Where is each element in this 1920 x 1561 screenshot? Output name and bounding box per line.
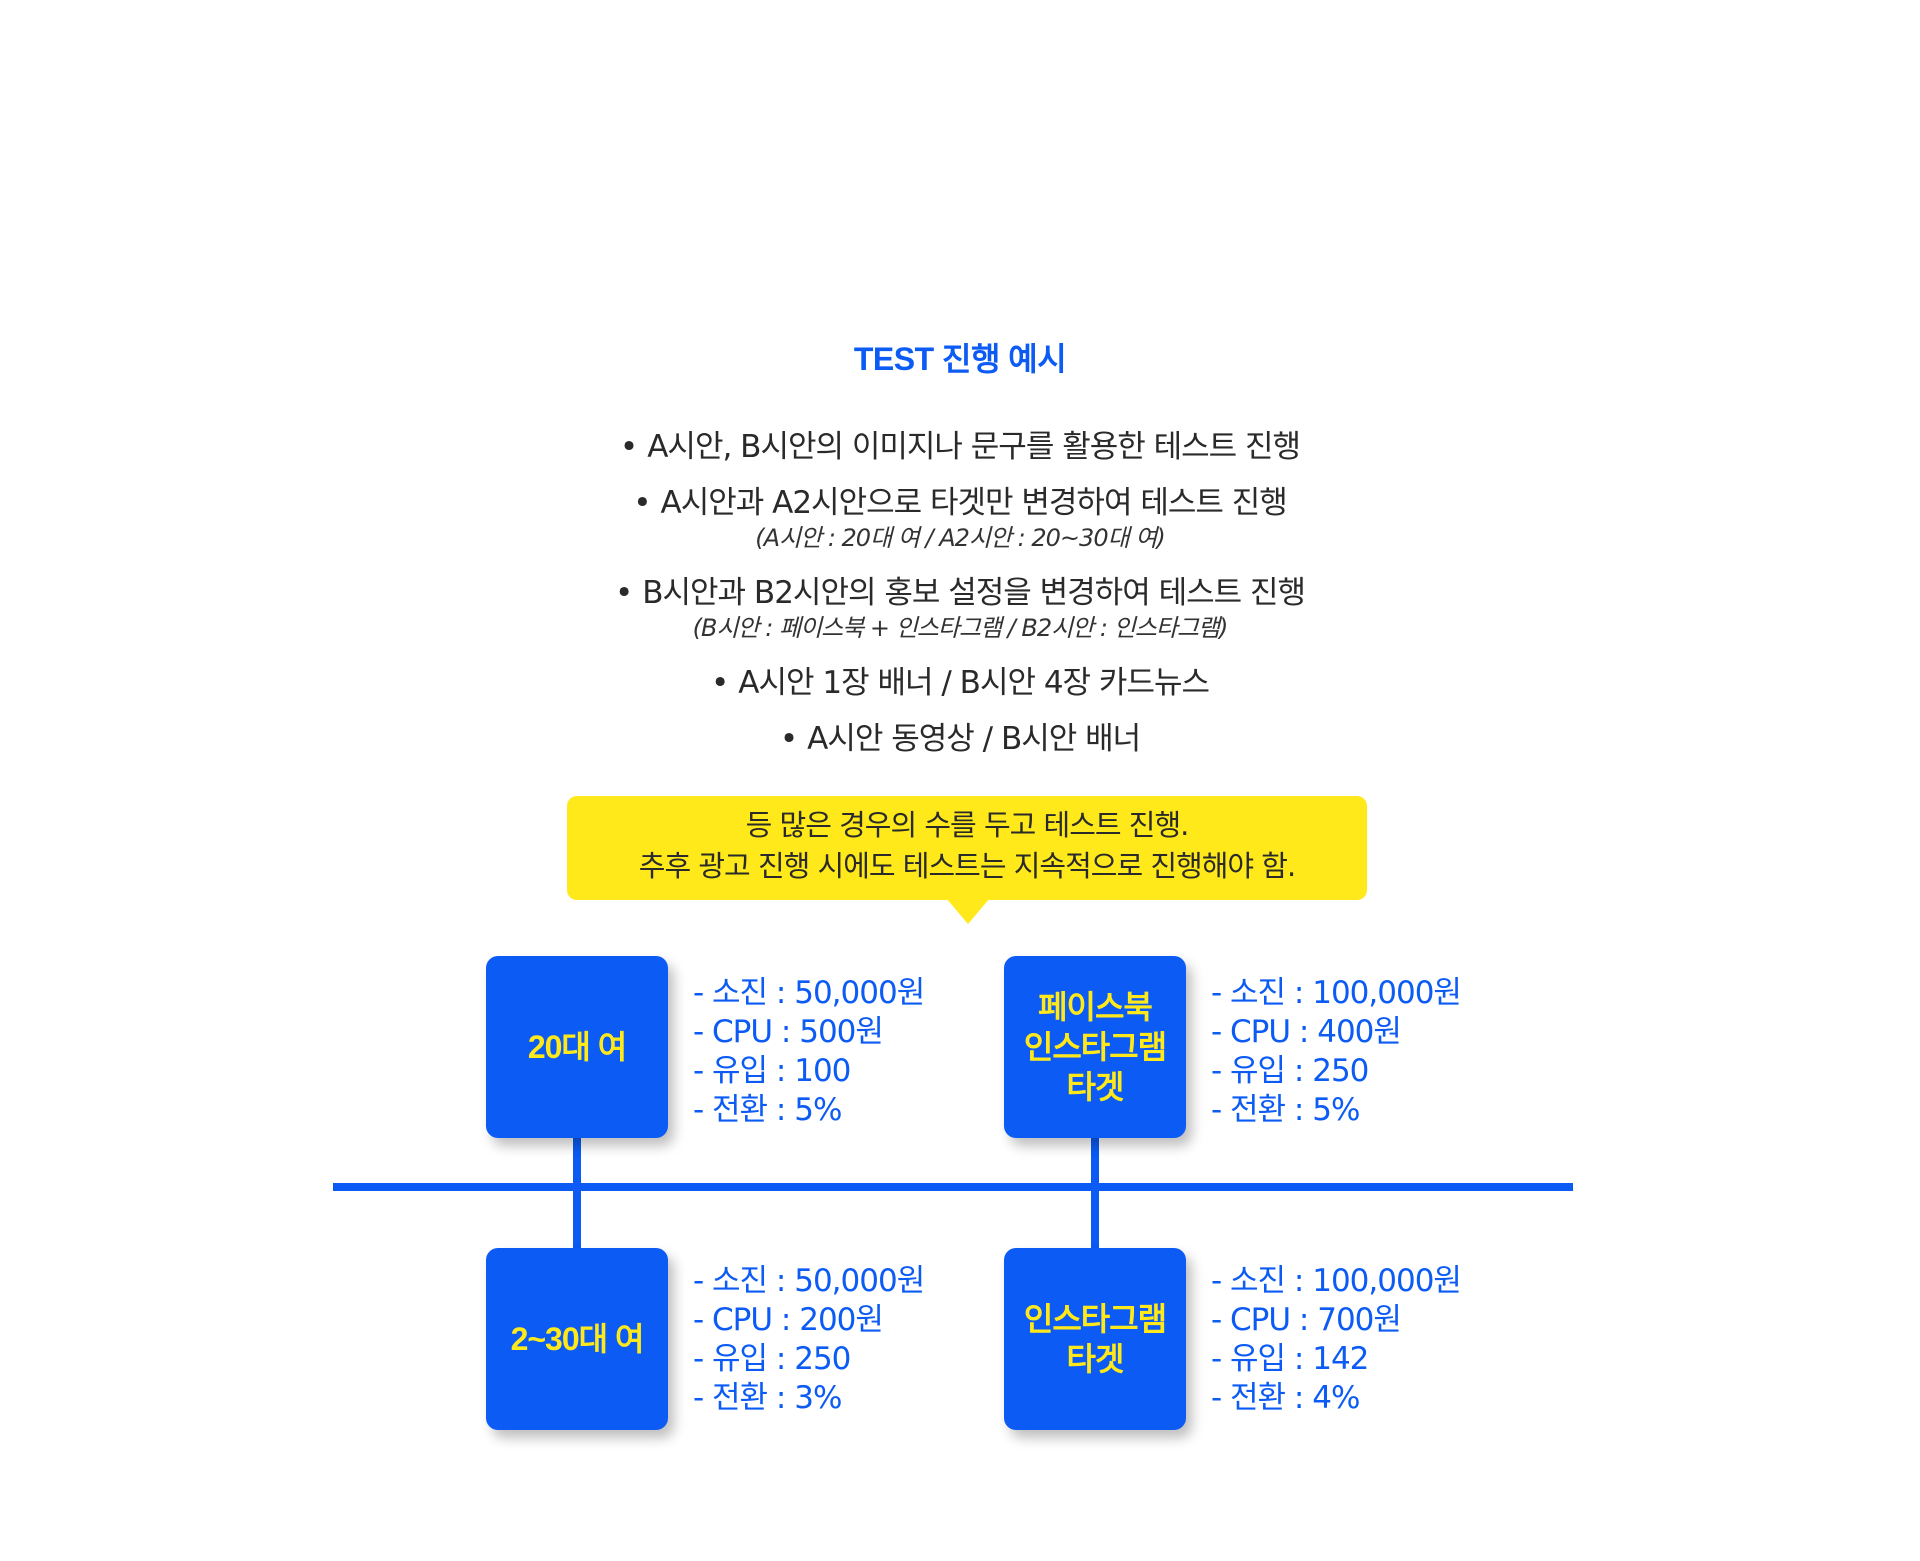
stats-list: - 소진 : 50,000원 - CPU : 200원 - 유입 : 250 -…	[693, 1262, 953, 1418]
stat-inflow: - 유입 : 250	[1211, 1053, 1369, 1089]
callout-line: 추후 광고 진행 시에도 테스트는 지속적으로 진행해야 함.	[638, 849, 1296, 883]
axis-line	[333, 1183, 1573, 1191]
stat-conversion: - 전환 : 3%	[693, 1380, 842, 1416]
bullet-item: •B시안과 B2시안의 홍보 설정을 변경하여 테스트 진행	[0, 571, 1920, 615]
stat-conversion: - 전환 : 5%	[693, 1092, 842, 1128]
callout-box: 등 많은 경우의 수를 두고 테스트 진행. 추후 광고 진행 시에도 테스트는…	[567, 796, 1367, 900]
target-label: 2~30대 여	[510, 1321, 645, 1357]
connector-line	[1091, 1130, 1099, 1255]
target-label: 인스타그램	[1023, 1029, 1167, 1065]
bullet-item: •A시안, B시안의 이미지나 문구를 활용한 테스트 진행	[0, 425, 1920, 469]
bullet-note: (B시안 : 페이스북 + 인스타그램 / B2시안 : 인스타그램)	[692, 614, 1229, 642]
stat-conversion: - 전환 : 5%	[1211, 1092, 1360, 1128]
page-title: TEST 진행 예시	[853, 341, 1067, 377]
stat-cpu: - CPU : 700원	[1211, 1302, 1402, 1338]
stats-list: - 소진 : 100,000원 - CPU : 400원 - 유입 : 250 …	[1211, 974, 1471, 1130]
bullet-text: B시안과 B2시안의 홍보 설정을 변경하여 테스트 진행	[642, 575, 1306, 611]
stat-spend: - 소진 : 50,000원	[693, 975, 925, 1011]
target-label: 페이스북	[1038, 989, 1153, 1025]
bullet-list: •A시안, B시안의 이미지나 문구를 활용한 테스트 진행 •A시안과 A2시…	[0, 425, 1920, 761]
stat-inflow: - 유입 : 142	[1211, 1341, 1369, 1377]
stat-cpu: - CPU : 500원	[693, 1014, 884, 1050]
stat-inflow: - 유입 : 250	[693, 1341, 851, 1377]
bullet-text: A시안, B시안의 이미지나 문구를 활용한 테스트 진행	[647, 429, 1301, 465]
bullet-dot-icon: •	[633, 485, 651, 521]
stat-inflow: - 유입 : 100	[693, 1053, 851, 1089]
bullet-item: •A시안과 A2시안으로 타겟만 변경하여 테스트 진행	[0, 481, 1920, 525]
stat-spend: - 소진 : 50,000원	[693, 1263, 925, 1299]
target-label: 타겟	[1066, 1069, 1125, 1105]
bullet-text: A시안 1장 배너 / B시안 4장 카드뉴스	[738, 665, 1210, 701]
bullet-dot-icon: •	[779, 721, 798, 757]
bullet-text: A시안 동영상 / B시안 배너	[807, 721, 1141, 757]
bullet-dot-icon: •	[614, 575, 633, 611]
stat-cpu: - CPU : 200원	[693, 1302, 884, 1338]
target-box: 인스타그램 타겟	[1004, 1248, 1186, 1430]
stat-spend: - 소진 : 100,000원	[1211, 1263, 1462, 1299]
stats-list: - 소진 : 50,000원 - CPU : 500원 - 유입 : 100 -…	[693, 974, 953, 1130]
bullet-dot-icon: •	[710, 665, 729, 701]
bullet-dot-icon: •	[619, 429, 638, 465]
target-label: 타겟	[1066, 1341, 1125, 1377]
target-label: 인스타그램	[1023, 1301, 1167, 1337]
target-box: 페이스북 인스타그램 타겟	[1004, 956, 1186, 1138]
bullet-text: A시안과 A2시안으로 타겟만 변경하여 테스트 진행	[660, 485, 1288, 521]
target-box: 2~30대 여	[486, 1248, 668, 1430]
stats-list: - 소진 : 100,000원 - CPU : 700원 - 유입 : 142 …	[1211, 1262, 1471, 1418]
stat-cpu: - CPU : 400원	[1211, 1014, 1402, 1050]
target-box: 20대 여	[486, 956, 668, 1138]
connector-line	[573, 1130, 581, 1255]
bullet-item: •A시안 동영상 / B시안 배너	[0, 717, 1920, 761]
bullet-item: •A시안 1장 배너 / B시안 4장 카드뉴스	[0, 661, 1920, 705]
callout-pointer-icon	[946, 898, 990, 924]
bullet-note: (A시안 : 20대 여 / A2시안 : 20~30대 여)	[755, 524, 1166, 552]
stat-conversion: - 전환 : 4%	[1211, 1380, 1360, 1416]
callout-line: 등 많은 경우의 수를 두고 테스트 진행.	[745, 808, 1190, 842]
target-label: 20대 여	[527, 1029, 627, 1065]
stat-spend: - 소진 : 100,000원	[1211, 975, 1462, 1011]
